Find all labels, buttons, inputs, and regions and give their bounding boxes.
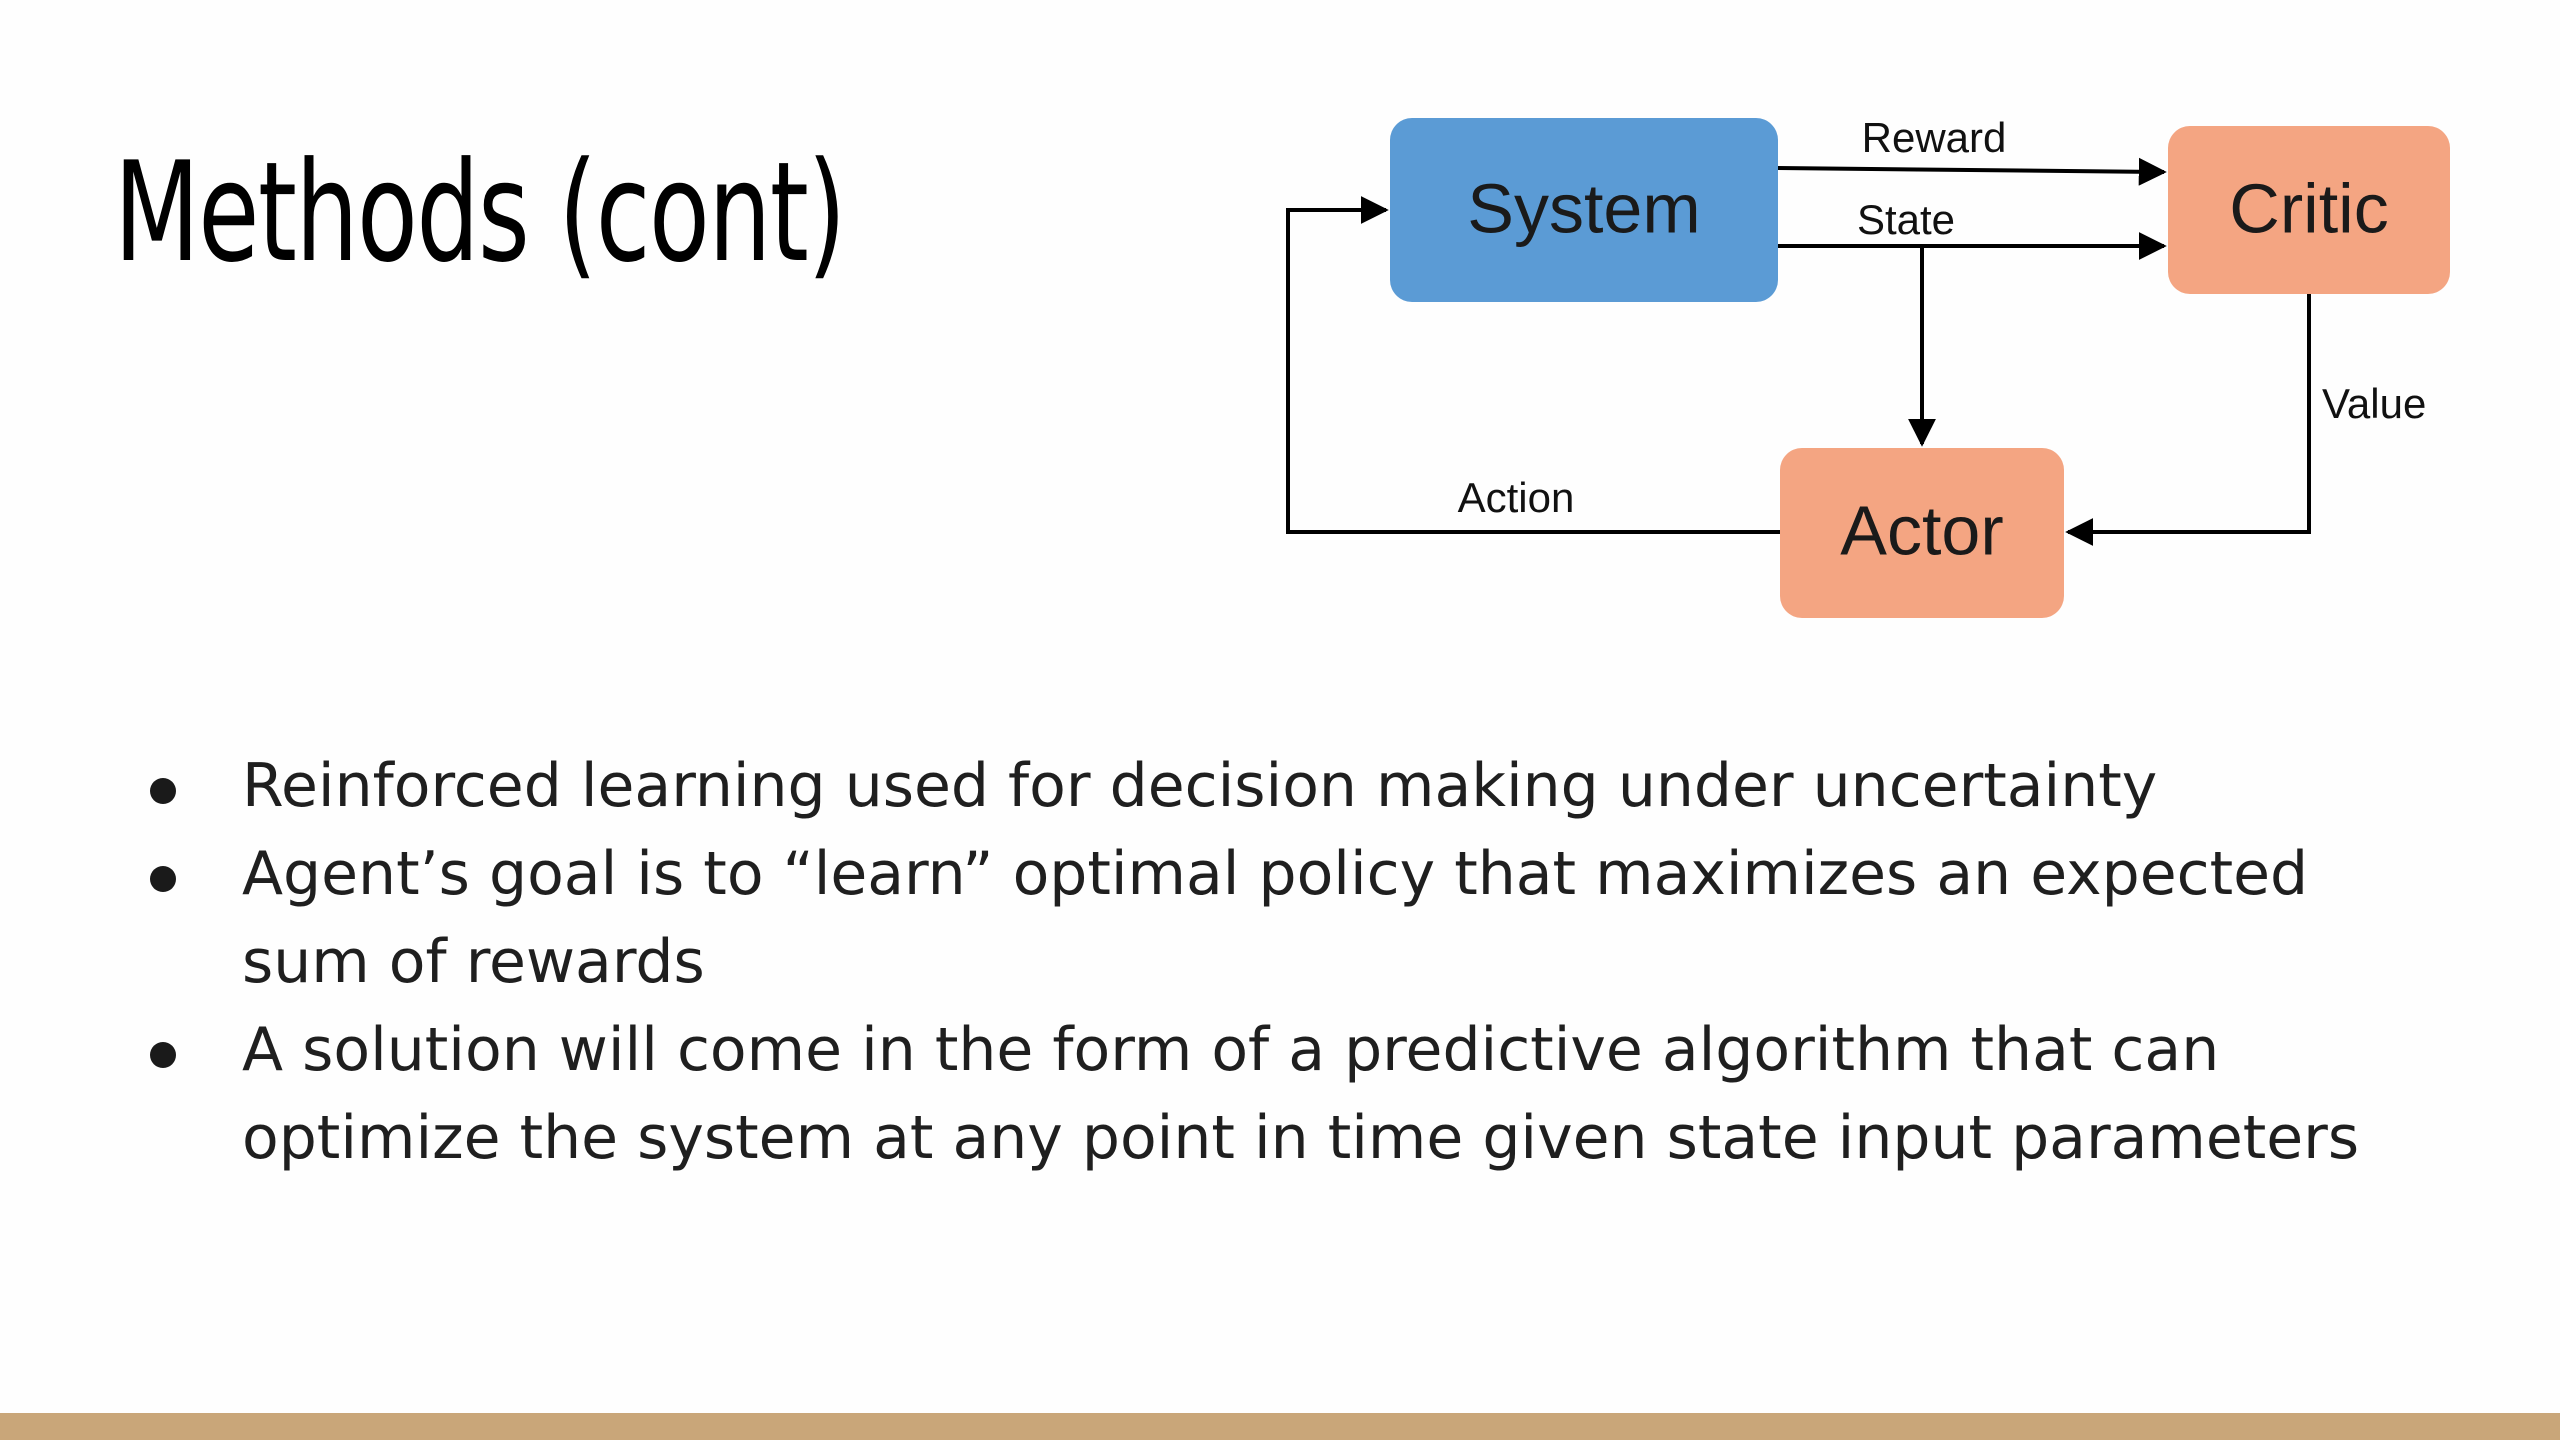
footer-accent-bar xyxy=(0,1413,2560,1440)
reward-arrow xyxy=(1777,157,2167,186)
critic-node xyxy=(2168,126,2450,294)
critic-node-label: Critic xyxy=(2229,169,2388,247)
bullet-text: Agent’s goal is to “learn” optimal polic… xyxy=(242,839,2309,997)
action-arrow xyxy=(1286,196,1780,534)
actor-node-label: Actor xyxy=(1840,491,2003,569)
state-label: State xyxy=(1857,196,1955,243)
actor-node xyxy=(1780,448,2064,618)
bullet-text: Reinforced learning used for decision ma… xyxy=(242,751,2158,821)
bullet-text: A solution will come in the form of a pr… xyxy=(242,1015,2360,1173)
system-node xyxy=(1390,118,1778,302)
bullet-dot-icon xyxy=(150,866,176,892)
action-label: Action xyxy=(1458,474,1575,521)
bullet-dot-icon xyxy=(150,1042,176,1068)
reward-label: Reward xyxy=(1862,114,2007,161)
bullet-item: Reinforced learning used for decision ma… xyxy=(140,742,2440,830)
actor-critic-diagram: System Critic Actor Reward State Value A… xyxy=(1286,114,2450,618)
slide-title: Methods (cont) xyxy=(114,132,846,293)
value-arrow xyxy=(2065,294,2311,546)
value-label: Value xyxy=(2322,380,2426,427)
bullet-list: Reinforced learning used for decision ma… xyxy=(140,742,2440,1182)
bullet-item: Agent’s goal is to “learn” optimal polic… xyxy=(140,830,2440,1006)
bullet-item: A solution will come in the form of a pr… xyxy=(140,1006,2440,1182)
bullet-dot-icon xyxy=(150,778,176,804)
system-node-label: System xyxy=(1467,169,1700,247)
